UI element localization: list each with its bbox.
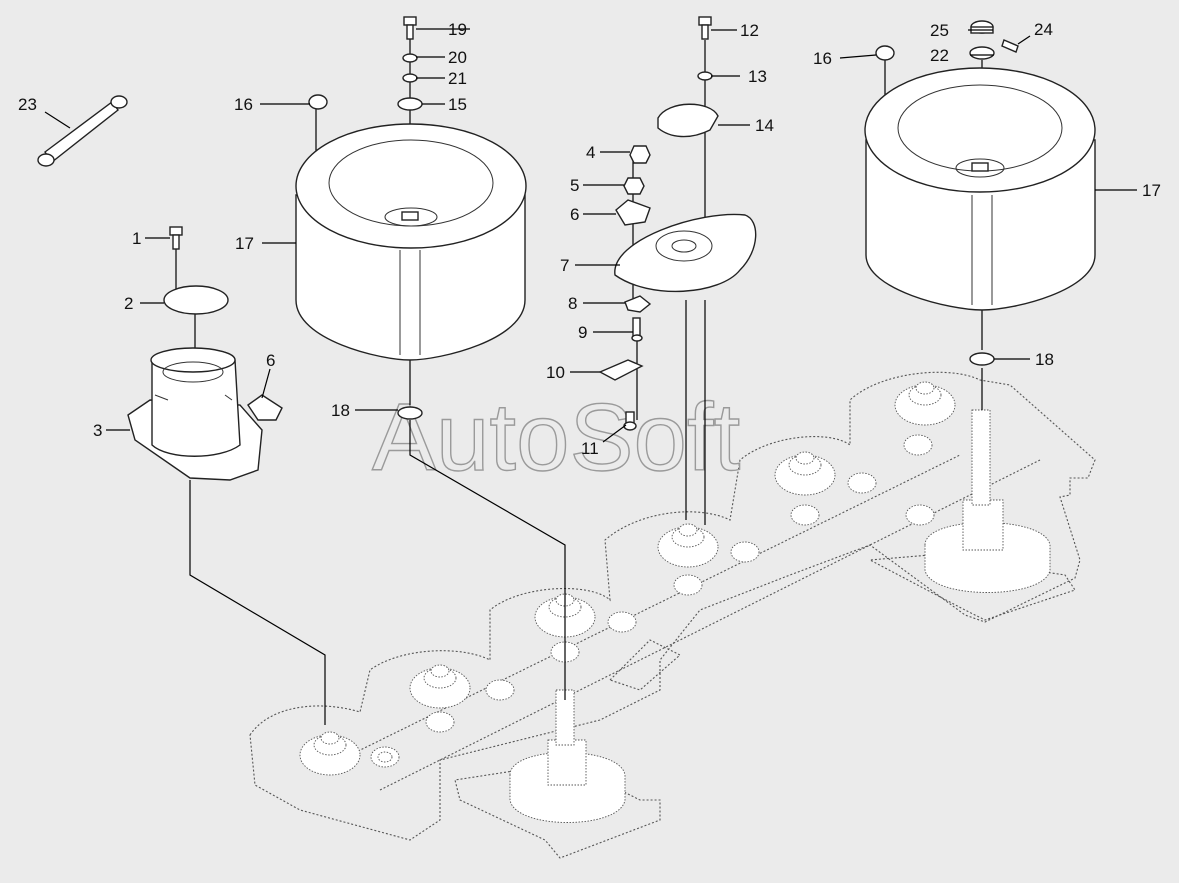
callout-15: 15 (448, 95, 467, 114)
callout-7: 7 (560, 256, 569, 275)
washer-part-15 (397, 97, 423, 111)
callout-6-left: 6 (266, 351, 275, 370)
callout-24: 24 (1034, 20, 1053, 39)
nut-part-11 (623, 411, 637, 431)
callout-19: 19 (448, 20, 467, 39)
knife-part-10 (598, 359, 644, 381)
spindle-hub (774, 451, 877, 526)
callout-leaders (44, 28, 1137, 443)
callout-16-right: 16 (813, 49, 832, 68)
knife-holder-part-6-mid (615, 199, 651, 226)
callout-5: 5 (570, 176, 579, 195)
callout-12: 12 (740, 21, 759, 40)
cutter-bar (249, 371, 1096, 859)
disc-part-7 (614, 213, 757, 293)
bolt-part-9 (631, 317, 643, 342)
callout-1: 1 (132, 229, 141, 248)
spindle-hub (657, 523, 760, 596)
callout-18-left: 18 (331, 401, 350, 420)
spindle-hub (409, 664, 515, 733)
callout-17-left: 17 (235, 234, 254, 253)
callout-3: 3 (93, 421, 102, 440)
plate-part-14 (657, 103, 719, 138)
nut-part-5 (623, 177, 645, 195)
watermark-text: AutoSoft (372, 384, 740, 491)
plate-part-8 (624, 295, 652, 313)
callout-17-right: 17 (1142, 181, 1161, 200)
callout-11: 11 (581, 439, 599, 458)
callout-20: 20 (448, 48, 467, 67)
callout-14: 14 (755, 116, 774, 135)
washer-part-20 (402, 53, 418, 63)
callout-25: 25 (930, 21, 949, 40)
callout-23: 23 (18, 95, 37, 114)
bolt-part-19 (403, 16, 417, 40)
callout-6-mid: 6 (570, 205, 579, 224)
washer-part-13 (697, 71, 713, 81)
callout-10: 10 (546, 363, 565, 382)
callout-4: 4 (586, 143, 595, 162)
callout-18-right: 18 (1035, 350, 1054, 369)
washer-part-21 (402, 73, 418, 83)
ring-part-22 (969, 46, 995, 60)
ring-part-18-right (969, 352, 995, 366)
wrench-part-23 (37, 95, 128, 167)
screw-part-24 (1001, 39, 1019, 53)
housing-part-3 (127, 347, 263, 481)
cap-part-16-left (308, 94, 328, 110)
drum-part-17-right (864, 67, 1096, 311)
spindle-hub (894, 381, 956, 526)
bolt-part-1 (169, 226, 183, 250)
drive-gearbox (509, 689, 626, 823)
knife-holder-part-6 (247, 394, 283, 421)
spindle-hub (299, 731, 400, 776)
callout-9: 9 (578, 323, 587, 342)
callout-22: 22 (930, 46, 949, 65)
plate-part-2 (163, 285, 229, 315)
callout-16-left: 16 (234, 95, 253, 114)
callout-labels: 23 1 2 3 6 17 16 19 20 21 15 18 12 13 14… (18, 20, 1161, 458)
callout-21: 21 (448, 69, 467, 88)
drum-part-17-left (295, 123, 527, 361)
drive-gearbox (924, 409, 1051, 593)
nut-part-4 (629, 145, 651, 164)
callout-8: 8 (568, 294, 577, 313)
cap-part-25 (970, 20, 994, 34)
spindle-hub (534, 593, 637, 663)
bolt-part-12 (698, 16, 712, 40)
callout-13: 13 (748, 67, 767, 86)
callout-2: 2 (124, 294, 133, 313)
ring-part-18-left (397, 406, 423, 420)
cap-part-16-right (875, 45, 895, 61)
